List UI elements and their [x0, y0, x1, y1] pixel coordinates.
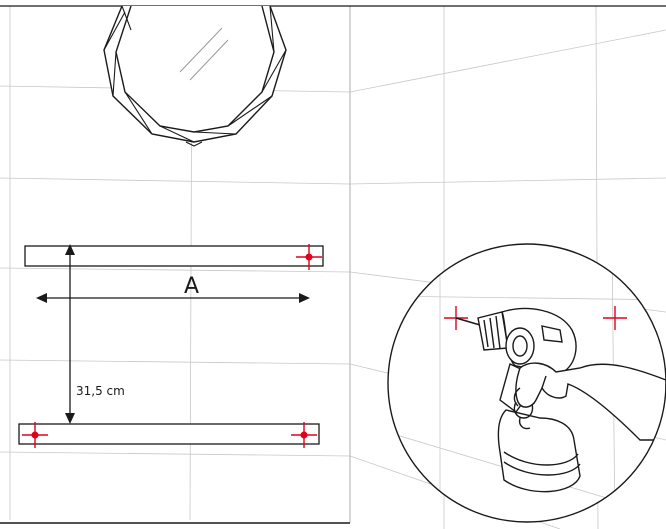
mirror-icon	[103, 5, 287, 147]
spacing-dimension-arrow	[65, 244, 75, 424]
spacing-label: 31,5 cm	[76, 384, 125, 398]
crosshair-marker-icon	[22, 422, 48, 448]
top-mounting-bar	[24, 245, 324, 267]
crosshair-marker-icon	[291, 422, 317, 448]
crosshair-marker-icon	[296, 244, 322, 270]
drill-hole-markers	[22, 244, 322, 448]
width-dimension-arrow	[36, 293, 310, 303]
width-label: A	[184, 274, 199, 299]
bottom-mounting-bar	[18, 423, 320, 445]
hand-icon	[513, 362, 666, 441]
scene-frame	[0, 5, 666, 524]
drilling-detail-circle	[387, 243, 666, 523]
